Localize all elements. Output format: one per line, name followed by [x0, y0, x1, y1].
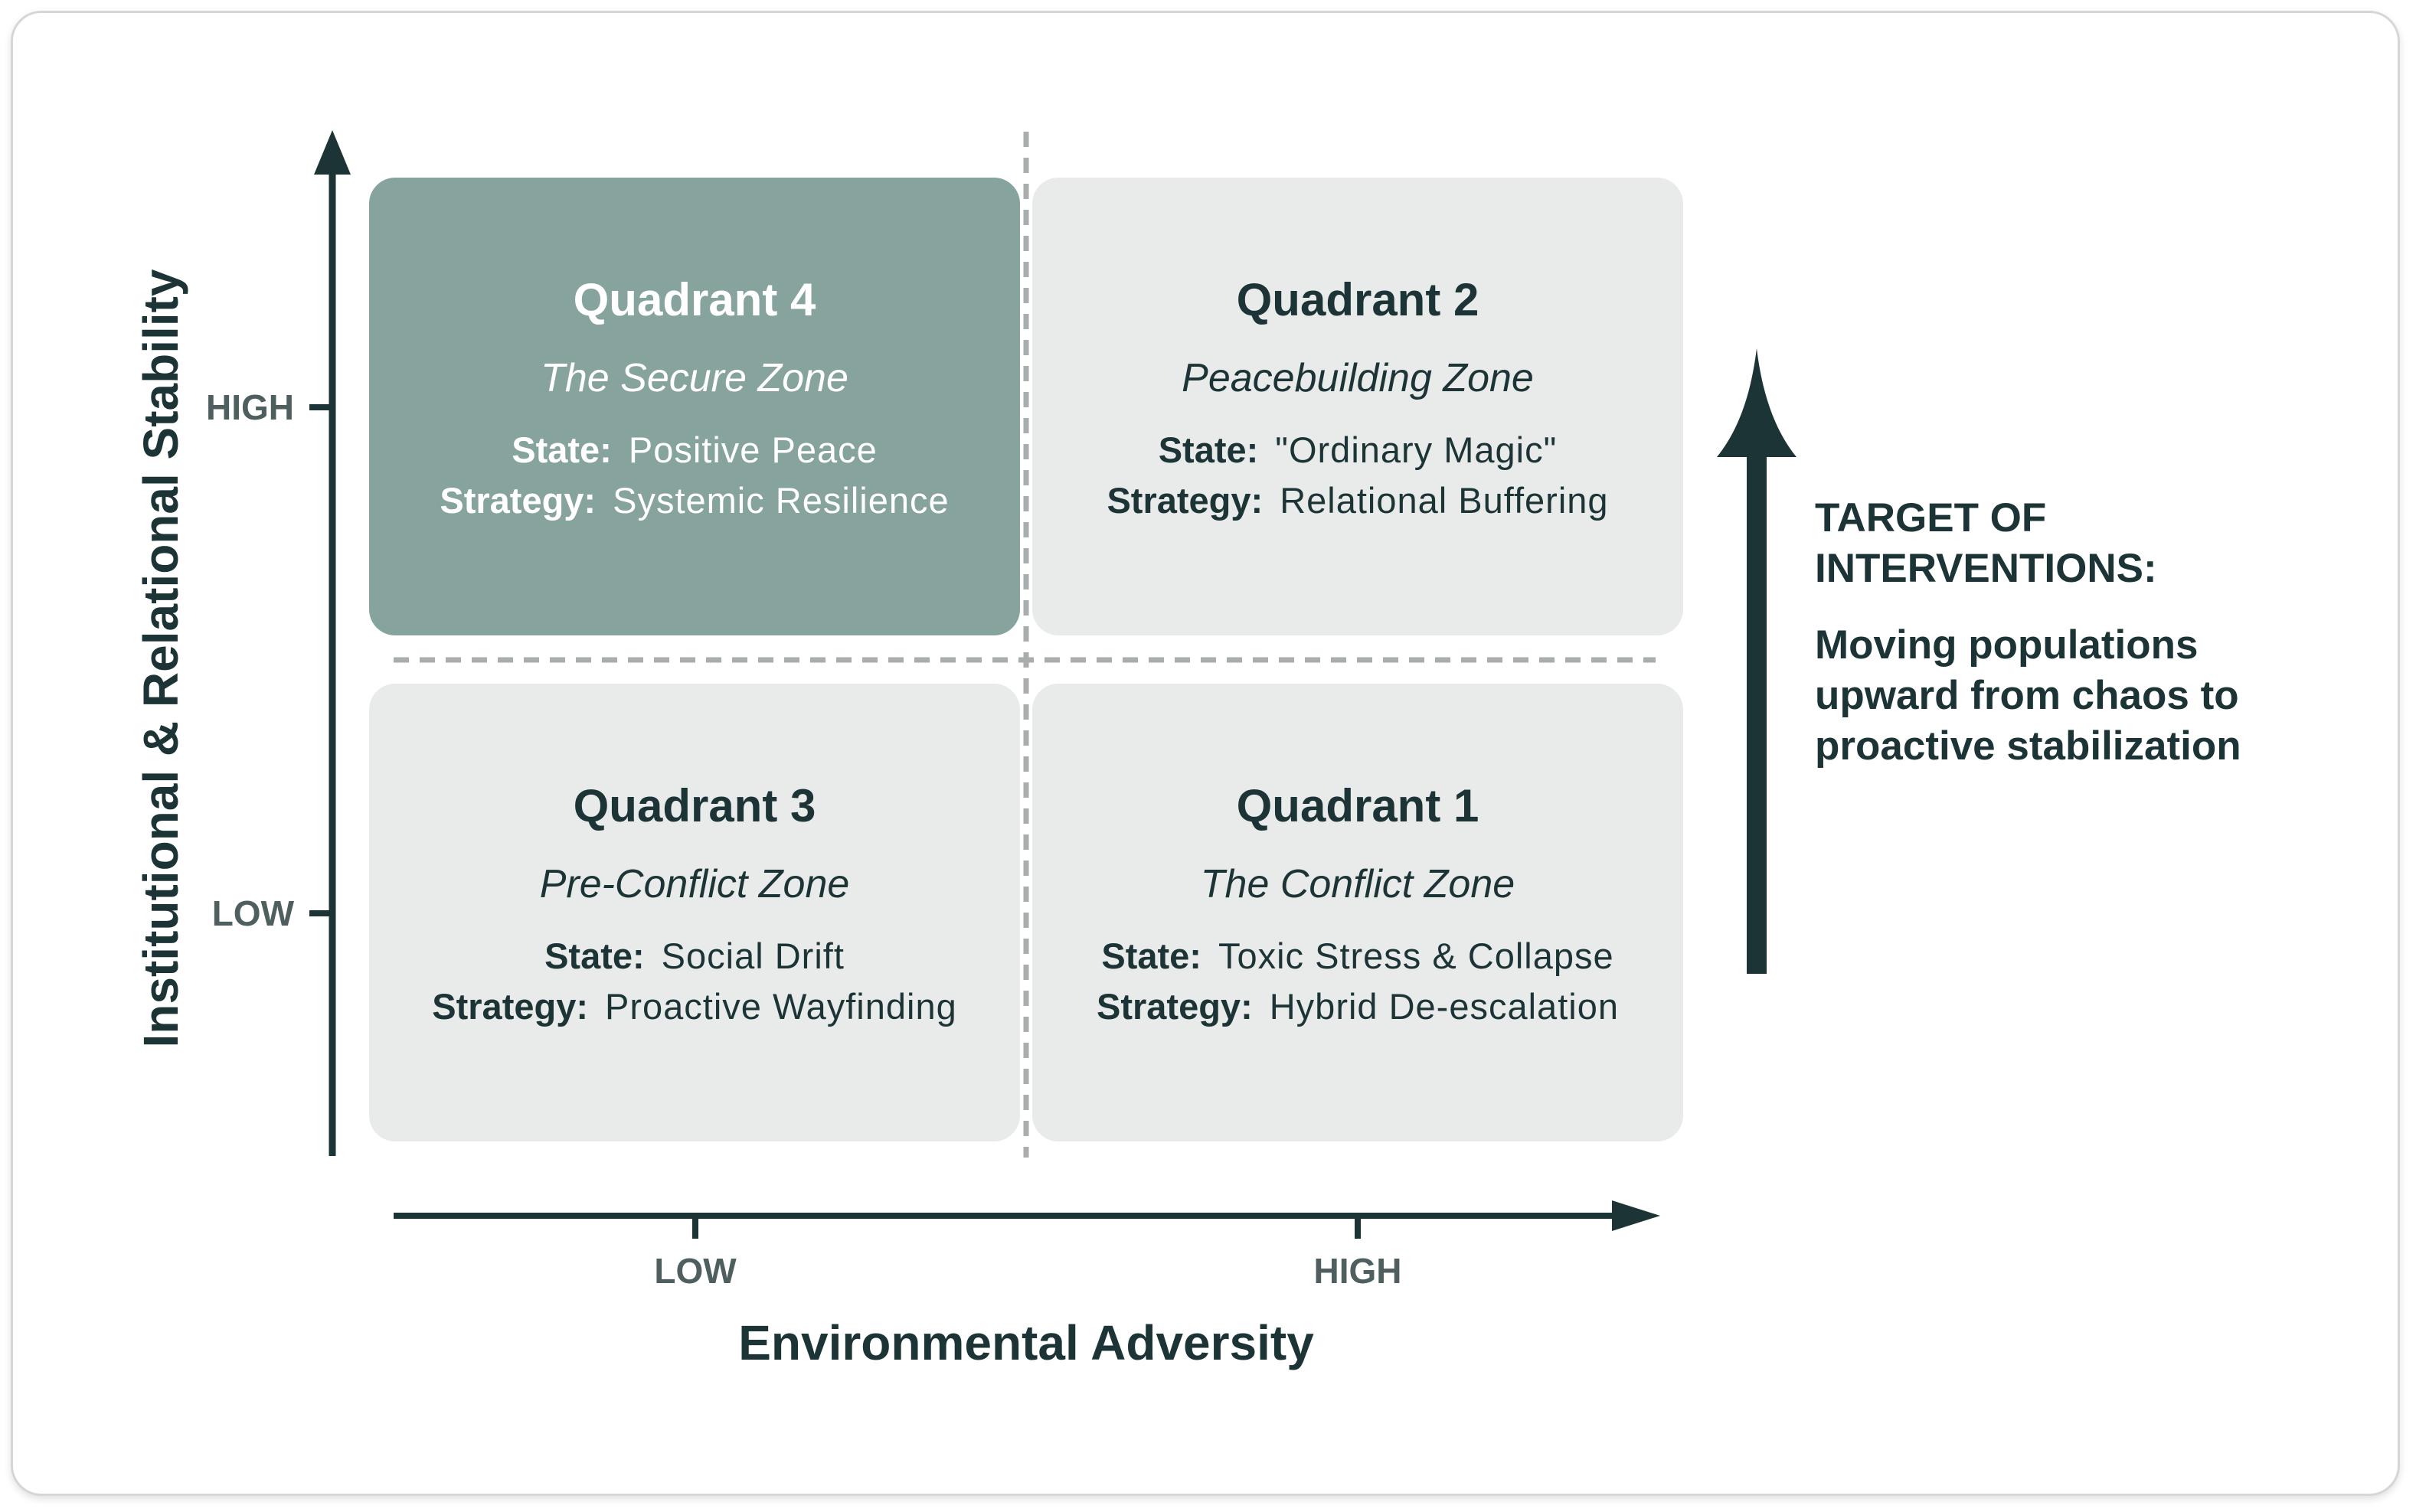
- side-note-body: Moving populations upward from chaos to …: [1815, 622, 2241, 769]
- x-axis-title: Environmental Adversity: [738, 1315, 1314, 1370]
- quadrant-zone: Pre-Conflict Zone: [539, 862, 850, 906]
- y-axis-title: Institutional & Relational Stability: [133, 269, 188, 1048]
- quadrant-title: Quadrant 3: [573, 780, 816, 831]
- quadrant-strategy-row: Strategy: Hybrid De-escalation: [1032, 985, 1683, 1028]
- state-label: State:: [1101, 936, 1201, 976]
- strategy-label: Strategy:: [440, 480, 597, 521]
- y-tick-label-high: HIGH: [206, 387, 294, 427]
- state-value: Toxic Stress & Collapse: [1218, 936, 1614, 976]
- quadrant-2-card: Quadrant 2 Peacebuilding Zone State: "Ord…: [1032, 178, 1683, 635]
- state-value: "Ordinary Magic": [1275, 429, 1558, 470]
- quadrant-state-row: State: Toxic Stress & Collapse: [1032, 935, 1683, 978]
- strategy-value: Relational Buffering: [1280, 480, 1609, 521]
- state-label: State:: [544, 936, 645, 976]
- quadrant-zone: Peacebuilding Zone: [1182, 356, 1534, 400]
- strategy-label: Strategy:: [1107, 480, 1264, 521]
- state-value: Social Drift: [661, 936, 845, 976]
- strategy-label: Strategy:: [432, 986, 588, 1027]
- quadrant-state-row: State: "Ordinary Magic": [1032, 429, 1683, 472]
- quadrant-title: Quadrant 4: [573, 274, 816, 325]
- x-tick-label-low: LOW: [654, 1251, 737, 1291]
- x-axis-arrowhead: [1612, 1200, 1660, 1231]
- strategy-label: Strategy:: [1097, 986, 1253, 1027]
- quadrant-title: Quadrant 2: [1236, 274, 1479, 325]
- quadrant-1-card: Quadrant 1 The Conflict Zone State: Toxic…: [1032, 684, 1683, 1141]
- quadrant-state-row: State: Positive Peace: [369, 429, 1020, 472]
- quadrant-4-card: Quadrant 4 The Secure Zone State: Positiv…: [369, 178, 1020, 635]
- quadrant-title: Quadrant 1: [1236, 780, 1479, 831]
- quadrant-3-card: Quadrant 3 Pre-Conflict Zone State: Socia…: [369, 684, 1020, 1141]
- quadrant-zone: The Secure Zone: [541, 356, 848, 400]
- x-tick-label-high: HIGH: [1313, 1251, 1402, 1291]
- y-tick-label-low: LOW: [211, 893, 294, 933]
- quadrant-state-row: State: Social Drift: [369, 935, 1020, 978]
- side-note-heading: TARGET OF INTERVENTIONS:: [1815, 495, 2157, 591]
- quadrant-strategy-row: Strategy: Relational Buffering: [1032, 479, 1683, 522]
- state-label: State:: [1158, 429, 1259, 470]
- strategy-value: Proactive Wayfinding: [605, 986, 957, 1027]
- strategy-value: Hybrid De-escalation: [1269, 986, 1619, 1027]
- state-value: Positive Peace: [628, 429, 878, 470]
- quadrant-zone: The Conflict Zone: [1200, 862, 1515, 906]
- strategy-value: Systemic Resilience: [613, 480, 950, 521]
- state-label: State:: [512, 429, 612, 470]
- target-arrow-head: [1717, 348, 1796, 457]
- quadrant-strategy-row: Strategy: Systemic Resilience: [369, 479, 1020, 522]
- y-axis-arrowhead: [314, 130, 351, 175]
- quadrant-strategy-row: Strategy: Proactive Wayfinding: [369, 985, 1020, 1028]
